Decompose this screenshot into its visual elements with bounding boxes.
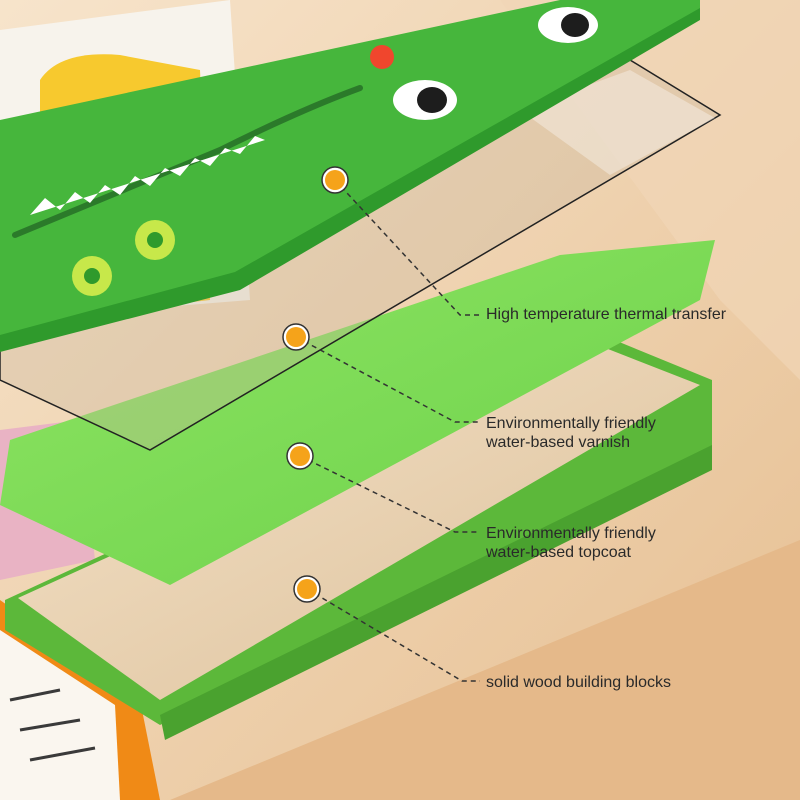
thermal-print-layer — [0, 0, 700, 340]
wood-block-green-front — [160, 445, 712, 740]
leader-line-thermal — [334, 179, 480, 316]
crocodile-eye-icon — [393, 80, 457, 120]
ruler-marks — [9, 688, 96, 762]
callout-thermal-transfer-line-1: High temperature thermal transfer — [486, 306, 727, 323]
tray-front-edge — [170, 540, 800, 800]
crocodile-mouth-line — [12, 85, 363, 238]
crocodile-spot-icon — [72, 256, 112, 296]
callout-wood-line-1: solid wood building blocks — [486, 674, 671, 691]
crocodile-eye-icon — [538, 7, 598, 43]
crocodile-spot-icon — [135, 220, 175, 260]
callout-topcoat: Environmentally friendly water-based top… — [486, 524, 656, 562]
thermal-print-edge — [0, 8, 700, 352]
leader-lines — [295, 179, 480, 682]
marker-varnish-icon — [282, 323, 310, 351]
tray-rim — [500, 0, 800, 380]
crocodile-nostril-icon — [370, 45, 394, 69]
callout-varnish-line-2: water-based varnish — [486, 434, 631, 451]
topcoat-layer — [0, 240, 715, 585]
leader-line-topcoat — [299, 455, 480, 533]
callout-varnish: Environmentally friendly water-based var… — [486, 414, 656, 452]
callout-topcoat-line-2: water-based topcoat — [486, 544, 631, 561]
crocodile-teeth — [30, 136, 265, 215]
wood-block-plywood-top — [18, 340, 700, 700]
callout-varnish-line-1: Environmentally friendly — [486, 415, 656, 432]
marker-thermal-icon — [321, 166, 349, 194]
callout-topcoat-line-1: Environmentally friendly — [486, 525, 656, 542]
marker-wood-icon — [293, 575, 321, 603]
neighbor-block-white-face — [0, 630, 120, 800]
marker-topcoat-icon — [286, 442, 314, 470]
callout-thermal-transfer: High temperature thermal transfer — [486, 305, 726, 324]
callout-wood: solid wood building blocks — [486, 673, 671, 692]
leader-line-varnish — [295, 336, 480, 423]
leader-line-wood — [306, 588, 480, 682]
